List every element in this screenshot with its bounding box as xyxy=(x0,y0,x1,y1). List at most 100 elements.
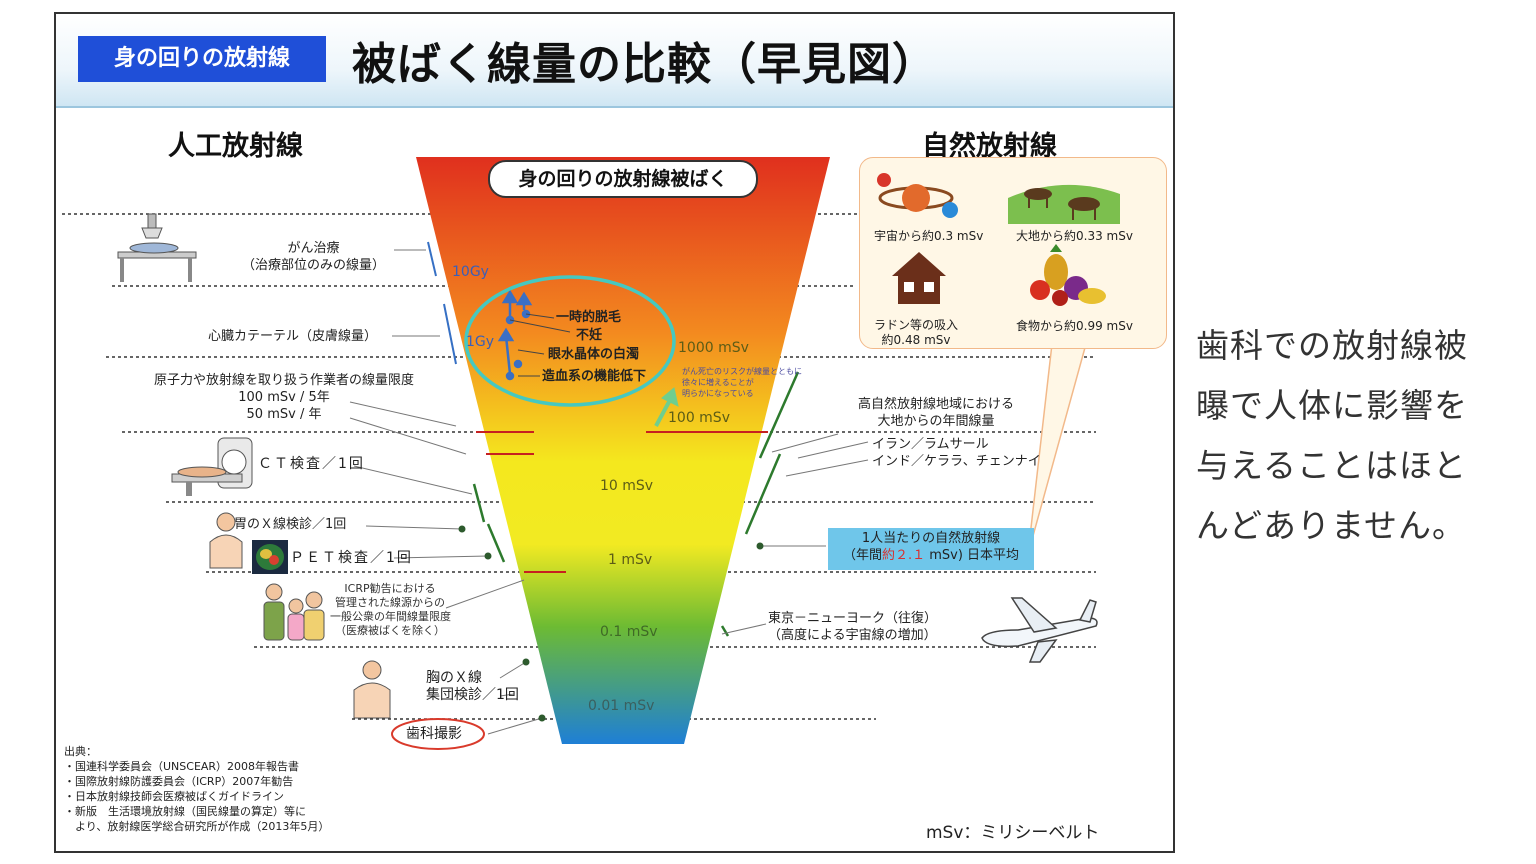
person-xray-icon xyxy=(209,512,243,569)
source-icrp: ・国際放射線防護委員会（ICRP）2007年勧告 xyxy=(64,775,294,788)
natural-radiation-box: 宇宙から約0.3 mSv 大地から約0.33 mSv ラドン等の吸入 約0.48… xyxy=(859,157,1167,349)
source-jart: ・日本放射線技師会医療被ばくガイドライン xyxy=(64,790,284,803)
side-note-line-3: 与えることはほと xyxy=(1196,446,1468,485)
radon-value: 約0.48 mSv xyxy=(881,333,951,347)
ct-label: ＣＴ検査／1回 xyxy=(258,456,365,472)
side-note-line-1: 歯科での放射線被 xyxy=(1196,326,1468,365)
dental-highlight-circle xyxy=(391,718,485,750)
source-nirs-2: より、放射線医学総合研究所が作成（2013年5月） xyxy=(64,820,330,833)
high-area-line-2: 大地からの年間線量 xyxy=(877,414,995,429)
tick-10gy: 10Gy xyxy=(452,264,489,280)
worker-limit-title: 原子力や放射線を取り扱う作業者の線量限度 xyxy=(153,373,414,388)
tick-1000msv: 1000 mSv xyxy=(678,340,749,356)
left-leader-dots xyxy=(458,525,546,722)
icrp-line-3: 一般公衆の年間線量限度 xyxy=(330,610,451,623)
risk-arrow xyxy=(654,387,679,427)
funnel-bubble: 身の回りの放射線被ばく xyxy=(488,160,758,198)
place-india: インド／ケララ、チェンナイ xyxy=(872,454,1041,469)
high-area-line-1: 高自然放射線地域における xyxy=(857,397,1014,412)
space-dose-label: 宇宙から約0.3 mSv xyxy=(874,229,984,243)
effect-infertility: 不妊 xyxy=(576,328,603,343)
icrp-line-4: （医療被ばくを除く） xyxy=(335,624,445,637)
side-note-line-4: んどありません。 xyxy=(1196,506,1467,545)
flight-label: 東京－ニューヨーク（往復） （高度による宇宙線の増加） xyxy=(768,610,937,644)
diagram-panel: 身の回りの放射線 被ばく線量の比較（早見図） 人工放射線 自然放射線 xyxy=(54,12,1175,853)
header: 身の回りの放射線 被ばく線量の比較（早見図） xyxy=(56,14,1173,108)
pet-label: ＰＥＴ検査／1回 xyxy=(290,550,413,566)
artificial-heading: 人工放射線 xyxy=(168,131,303,162)
sources-heading: 出典： xyxy=(64,745,97,758)
tick-10msv: 10 mSv xyxy=(600,478,654,494)
side-note-line-2: 曝で人体に影響を xyxy=(1196,386,1468,425)
funnel-diagram xyxy=(62,157,1096,750)
cancer-treatment-sub: （治療部位のみの線量） xyxy=(242,258,386,273)
left-leader-lines xyxy=(349,249,543,735)
worker-limit-label: 原子力や放射線を取り扱う作業者の線量限度 100 mSv / 5年 50 mSv… xyxy=(134,372,434,423)
source-nirs-1: ・新版 生活環境放射線（国民線量の算定）等に xyxy=(64,805,306,818)
effect-hair-loss: 一時的脱毛 xyxy=(556,310,622,325)
horses-field-icon xyxy=(1008,184,1120,224)
family-icon xyxy=(263,583,325,641)
effect-leaders xyxy=(509,313,571,377)
japan-avg-title: 1人当たりの自然放射線 xyxy=(861,531,1001,546)
chest-xray-person-icon xyxy=(353,660,391,719)
japan-avg-suffix: mSv) 日本平均 xyxy=(925,548,1020,563)
house-icon xyxy=(892,252,946,304)
source-unscear: ・国連科学委員会（UNSCEAR）2008年報告書 xyxy=(64,760,300,773)
range-bars-green xyxy=(472,371,800,637)
dose-funnel xyxy=(416,157,830,744)
icrp-line-1: ICRP勧告における xyxy=(344,582,436,595)
range-bars-left xyxy=(427,241,457,365)
right-leader-dots xyxy=(756,542,764,550)
cancer-note-line-3: 明らかになっている xyxy=(682,389,754,398)
chest-xray-sub: 集団検診／1回 xyxy=(426,687,519,703)
unit-note: mSv：ミリシーベルト xyxy=(926,823,1100,843)
limit-markers xyxy=(476,431,768,573)
cancer-treatment-label: がん治療 （治療部位のみの線量） xyxy=(242,240,385,274)
page-title: 被ばく線量の比較（早見図） xyxy=(352,39,937,90)
effect-hematopoietic: 造血系の機能低下 xyxy=(542,369,647,384)
tick-1msv: 1 mSv xyxy=(608,552,653,568)
radon-title: ラドン等の吸入 xyxy=(874,318,959,332)
tick-1gy: 1Gy xyxy=(466,334,495,350)
chest-xray-title: 胸のＸ線 xyxy=(426,670,482,686)
category-badge: 身の回りの放射線 xyxy=(78,36,326,82)
chest-xray-label: 胸のＸ線 集団検診／1回 xyxy=(426,670,519,704)
sources-block: 出典： ・国連科学委員会（UNSCEAR）2008年報告書 ・国際放射線防護委員… xyxy=(64,744,329,834)
radiotherapy-bed-icon xyxy=(117,213,197,282)
natural-heading: 自然放射線 xyxy=(922,131,1057,162)
catheter-label: 心臓カテーテル（皮膚線量） xyxy=(208,329,378,344)
food-dose-label: 食物から約0.99 mSv xyxy=(1016,319,1133,333)
cancer-risk-note: がん死亡のリスクが線量とともに 徐々に増えることが 明らかになっている xyxy=(682,366,802,399)
japan-avg-number: 約２.１ xyxy=(881,548,926,563)
icrp-line-2: 管理された線源からの xyxy=(335,596,445,609)
effect-cataract: 眼水晶体の白濁 xyxy=(548,347,640,362)
tick-100msv: 100 mSv xyxy=(668,410,730,426)
right-leader-lines xyxy=(721,433,869,635)
tick-0-01msv: 0.01 mSv xyxy=(588,698,655,714)
flight-title: 東京－ニューヨーク（往復） xyxy=(768,611,938,626)
places-label: イラン／ラムサール インド／ケララ、チェンナイ xyxy=(872,436,1041,470)
cancer-note-line-1: がん死亡のリスクが線量とともに xyxy=(682,367,802,376)
icrp-label: ICRP勧告における 管理された線源からの 一般公衆の年間線量限度 （医療被ばく… xyxy=(330,582,451,638)
effect-arrows xyxy=(497,289,533,381)
place-iran: イラン／ラムサール xyxy=(872,437,989,452)
japan-avg-value: （年間約２.１ mSv) 日本平均 xyxy=(828,547,1034,564)
cancer-note-line-2: 徐々に増えることが xyxy=(682,378,754,387)
effects-highlight-circle xyxy=(464,275,676,407)
radon-dose-label: ラドン等の吸入 約0.48 mSv xyxy=(874,318,958,348)
stomach-xray-label: 胃のＸ線検診／1回 xyxy=(234,517,347,532)
dental-xray-label: 歯科撮影 xyxy=(406,726,462,742)
side-note: 歯科での放射線被 曝で人体に影響を 与えることはほと んどありません。 xyxy=(1196,316,1526,556)
pet-scan-image-icon xyxy=(252,540,288,574)
airplane-icon xyxy=(981,597,1098,663)
flight-sub: （高度による宇宙線の増加） xyxy=(768,628,937,643)
fruit-vegetables-icon xyxy=(1030,244,1106,306)
tick-0-1msv: 0.1 mSv xyxy=(600,624,658,640)
worker-limit-5yr: 100 mSv / 5年 xyxy=(238,390,330,405)
cancer-treatment-title: がん治療 xyxy=(287,241,340,256)
ct-scanner-icon xyxy=(171,437,253,496)
high-natural-area-label: 高自然放射線地域における 大地からの年間線量 xyxy=(846,396,1026,430)
worker-limit-1yr: 50 mSv / 年 xyxy=(246,407,322,422)
japan-avg-prefix: （年間 xyxy=(842,548,882,563)
